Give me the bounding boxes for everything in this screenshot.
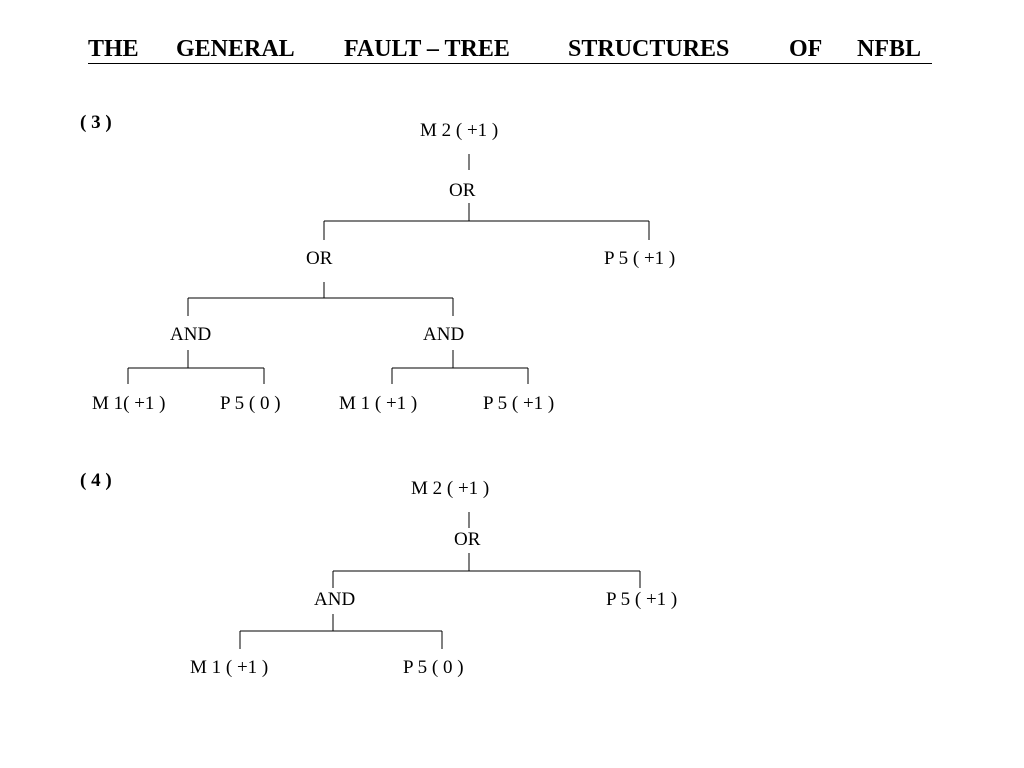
tree-4-or-gate: OR [454,529,481,550]
tree-4-number: ( 4 ) [80,470,112,491]
tree-4-p5-right: P 5 ( +1 ) [606,589,678,610]
title-word-6: NFBL [857,36,922,62]
tree-3-and-gate-left: AND [170,324,212,345]
title-underline [88,63,932,64]
tree-3-or-gate-mid: OR [306,248,333,269]
title-word-5: OF [789,36,823,62]
slide-title: THE GENERAL FAULT – TREE STRUCTURES OF N… [88,34,932,64]
title-word-4: STRUCTURES [568,36,730,62]
title-word-1: THE [88,36,139,62]
tree-3-m1-right: M 1 ( +1 ) [339,393,418,414]
tree-3-p5-right: P 5 ( +1 ) [604,248,676,269]
tree-3-top-event: M 2 ( +1 ) [420,120,499,141]
tree-4-m1: M 1 ( +1 ) [190,657,269,678]
tree-3-p5-left: P 5 ( 0 ) [220,393,281,414]
tree-3-m1-left: M 1( +1 ) [92,393,166,414]
title-word-2: GENERAL [176,36,295,62]
tree-3-and-gate-right: AND [423,324,465,345]
tree-3-or-gate-top: OR [449,180,476,201]
title-word-3: FAULT – TREE [344,36,510,62]
tree-4-top-event: M 2 ( +1 ) [411,478,490,499]
tree-4-p5: P 5 ( 0 ) [403,657,464,678]
tree-3-number: ( 3 ) [80,112,112,133]
tree-4-and-gate: AND [314,589,356,610]
tree-3-p5-bottom-right: P 5 ( +1 ) [483,393,555,414]
